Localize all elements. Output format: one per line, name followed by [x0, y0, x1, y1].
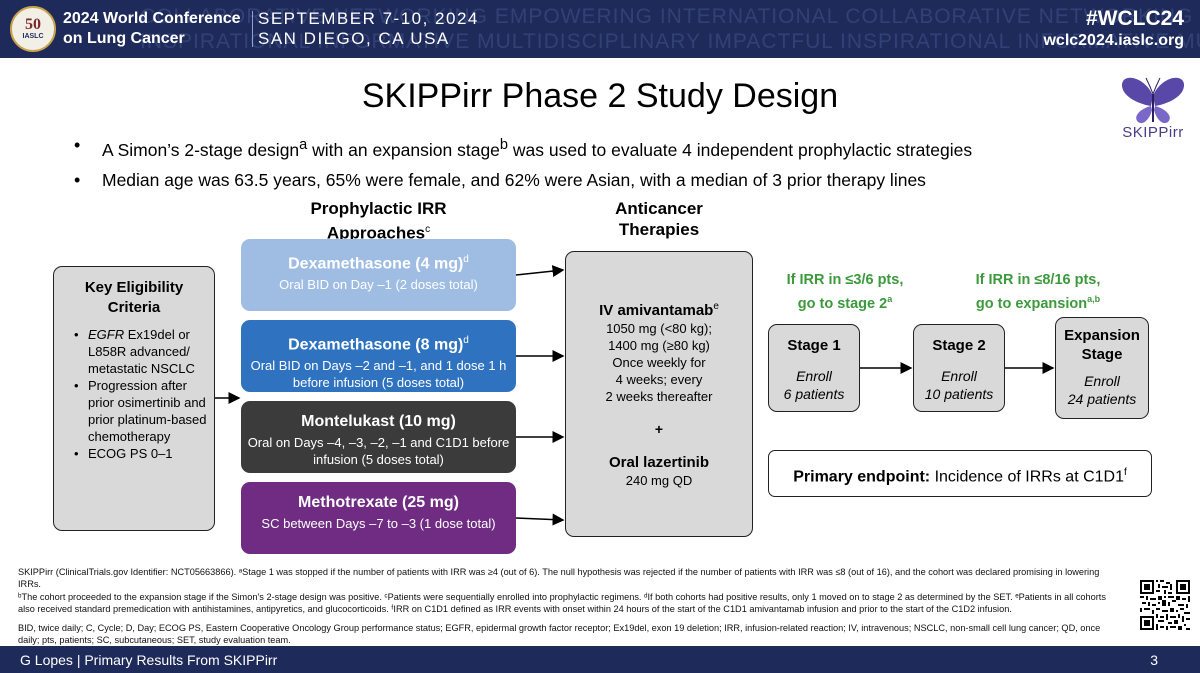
plus-sign: +	[654, 421, 664, 437]
conference-website-link[interactable]: wclc2024.iaslc.org	[1043, 32, 1184, 49]
stage2-decision-rule: If IRR in ≤8/16 pts, go to expansiona,b	[975, 272, 1101, 312]
skippirr-butterfly-logo-icon	[1121, 77, 1185, 124]
seal-org: IASLC	[22, 33, 44, 40]
banner-bg-line-2: INSPIRATIONAL INFORMATIVE MULTIDISCIPLIN…	[140, 30, 1200, 53]
footnote-b-to-f: ᵇThe cohort proceeded to the expansion s…	[18, 591, 1106, 614]
conference-banner: COLLABORATIVE NETWORKING EMPOWERING INTE…	[0, 0, 1200, 58]
stage-2-box: Stage 2 Enroll 10 patients	[913, 324, 1005, 412]
banner-divider	[252, 11, 253, 47]
stage-enrollment: Enroll 24 patients	[1067, 373, 1137, 407]
therapy-dose-line: 1400 mg (≥80 kg)	[608, 338, 710, 353]
anticancer-therapies-header: Anticancer Therapies	[615, 199, 703, 239]
anticancer-therapy-box: IV amivantamabe 1050 mg (<80 kg); 1400 m…	[565, 251, 753, 537]
conference-dates: SEPTEMBER 7-10, 2024 SAN DIEGO, CA USA	[258, 9, 479, 49]
drug-box-dexamethasone-4mg: Dexamethasone (4 mg)d Oral BID on Day –1…	[241, 239, 516, 311]
therapy-dose-line: 2 weeks thereafter	[605, 389, 713, 404]
conference-name-line-2: on Lung Cancer	[63, 30, 185, 47]
stage1-decision-rule: If IRR in ≤3/6 pts, go to stage 2a	[786, 272, 904, 312]
endpoint-label: Primary endpoint:	[793, 468, 931, 486]
drug-name: Dexamethasone (4 mg)d	[288, 254, 469, 273]
stage-name: Stage 1	[787, 337, 841, 354]
bullet-demographics: Median age was 63.5 years, 65% were fema…	[70, 165, 1110, 195]
therapy-lazertinib-dose: 240 mg QD	[625, 473, 693, 488]
eligibility-item: Progression after prior osimertinib and …	[74, 377, 208, 445]
abbreviations: BID, twice daily; C, Cycle; D, Day; ECOG…	[18, 623, 1101, 646]
conference-name: 2024 World Conference on Lung Cancer	[63, 9, 241, 49]
skippirr-brand-name: SKIPPirr	[1122, 124, 1184, 141]
stage-enrollment: Enroll 10 patients	[924, 368, 994, 402]
stage-1-box: Stage 1 Enroll 6 patients	[768, 324, 860, 412]
conference-hashtag: #WCLC24	[1085, 7, 1184, 30]
prophylactic-approaches-header: Prophylactic IRR Approachesc	[310, 199, 447, 243]
therapy-dose-line: 4 weeks; every	[615, 372, 703, 387]
therapy-amivantamab-name: IV amivantamabe	[599, 301, 719, 319]
page-number: 3	[1150, 652, 1158, 668]
presenter-credit: G Lopes | Primary Results From SKIPPirr	[20, 652, 278, 668]
key-eligibility-criteria-box: Key Eligibility Criteria EGFR Ex19del or…	[53, 266, 215, 531]
drug-name: Methotrexate (25 mg)	[298, 494, 459, 511]
banner-bg-line-1: COLLABORATIVE NETWORKING EMPOWERING INTE…	[140, 5, 1200, 28]
iaslc-50th-seal-icon: 50 IASLC	[10, 6, 56, 52]
drug-box-montelukast: Montelukast (10 mg) Oral on Days –4, –3,…	[241, 401, 516, 473]
expansion-stage-box: Expansion Stage Enroll 24 patients	[1055, 317, 1149, 419]
conference-name-line-1: 2024 World Conference	[63, 10, 241, 27]
summary-bullets: A Simon’s 2-stage designa with an expans…	[70, 130, 1110, 195]
drug-regimen: Oral BID on Days –2 and –1, and 1 dose 1…	[250, 358, 507, 391]
eligibility-list: EGFR Ex19del or L858R advanced/ metastat…	[54, 326, 214, 462]
eligibility-title: Key Eligibility Criteria	[84, 279, 184, 316]
qr-code-icon[interactable]	[1140, 580, 1190, 630]
slide-title: SKIPPirr Phase 2 Study Design	[361, 77, 839, 115]
drug-regimen: SC between Days –7 to –3 (1 dose total)	[261, 516, 496, 531]
conference-dates-line: SEPTEMBER 7-10, 2024	[258, 9, 479, 28]
eligibility-item: EGFR Ex19del or L858R advanced/ metastat…	[74, 326, 208, 377]
endpoint-text: Incidence of IRRs at C1D1	[930, 468, 1124, 486]
drug-box-dexamethasone-8mg: Dexamethasone (8 mg)d Oral BID on Days –…	[241, 320, 516, 392]
conference-location-line: SAN DIEGO, CA USA	[258, 29, 450, 48]
stage-enrollment: Enroll 6 patients	[783, 368, 845, 402]
drug-regimen: Oral on Days –4, –3, –2, –1 and C1D1 bef…	[247, 435, 510, 467]
arrow-drug1-to-therapy	[515, 265, 565, 278]
slide-footer: G Lopes | Primary Results From SKIPPirr …	[0, 646, 1200, 673]
therapy-lazertinib-name: Oral lazertinib	[608, 454, 710, 471]
bullet-study-design: A Simon’s 2-stage designa with an expans…	[70, 130, 1110, 165]
eligibility-item: ECOG PS 0–1	[74, 445, 208, 462]
footnote-a: SKIPPirr (ClinicalTrials.gov Identifier:…	[18, 567, 1100, 590]
primary-endpoint-box: Primary endpoint: Incidence of IRRs at C…	[768, 450, 1152, 497]
drug-name: Dexamethasone (8 mg)d	[288, 335, 469, 354]
therapy-dose-line: 1050 mg (<80 kg);	[606, 321, 712, 336]
banner-background-text: COLLABORATIVE NETWORKING EMPOWERING INTE…	[140, 4, 1200, 54]
stage-name: Expansion Stage	[1064, 327, 1140, 363]
drug-box-methotrexate: Methotrexate (25 mg) SC between Days –7 …	[241, 482, 516, 554]
footnotes: SKIPPirr (ClinicalTrials.gov Identifier:…	[18, 566, 1118, 647]
stage-name: Stage 2	[932, 337, 986, 354]
drug-name: Montelukast (10 mg)	[301, 413, 456, 430]
arrow-drug4-to-therapy	[515, 513, 565, 526]
drug-regimen: Oral BID on Day –1 (2 doses total)	[279, 277, 478, 293]
therapy-dose-line: Once weekly for	[612, 355, 706, 370]
seal-number: 50	[25, 16, 41, 33]
